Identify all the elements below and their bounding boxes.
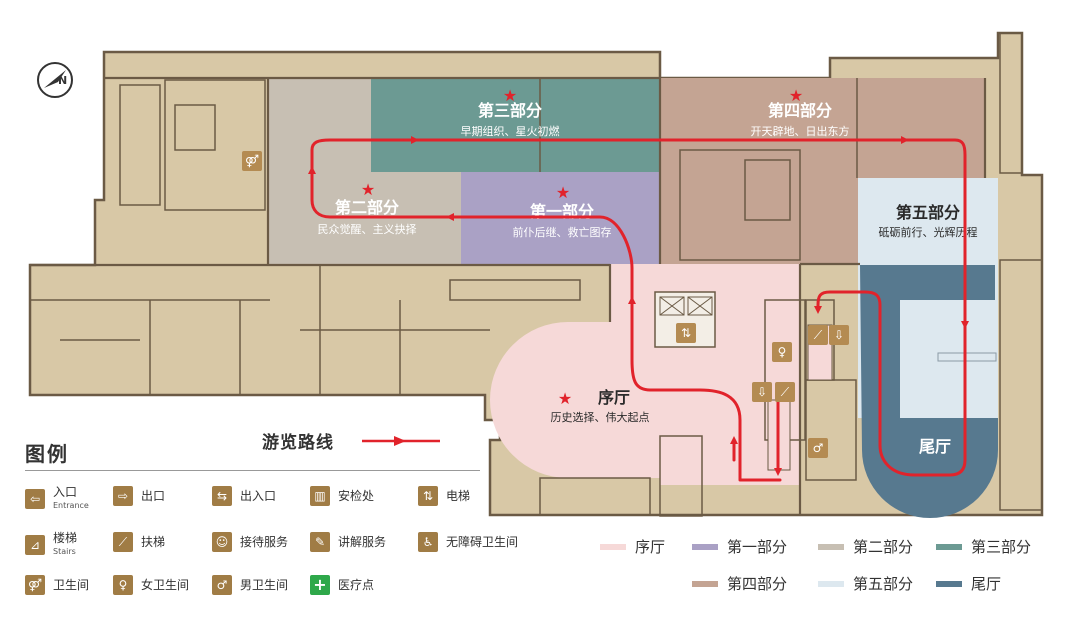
key-swatch xyxy=(692,543,718,550)
key-swatch xyxy=(818,580,844,587)
zone-label-finale: 尾厅 xyxy=(919,437,951,456)
exit-icon: ⇩ xyxy=(752,382,772,402)
legend-item-female-toilet: ♀ 女卫生间 xyxy=(113,575,189,595)
legend-item-accessible-toilet: ♿ 无障碍卫生间 xyxy=(418,532,518,552)
svg-text:历史选择、伟大起点: 历史选择、伟大起点 xyxy=(551,410,650,424)
svg-text:第三部分: 第三部分 xyxy=(478,101,542,120)
svg-text:民众觉醒、主义抉择: 民众觉醒、主义抉择 xyxy=(318,222,417,236)
star-icon: ★ xyxy=(558,389,572,408)
svg-text:N: N xyxy=(58,74,67,87)
entrance-exit-icon: ⇆ xyxy=(212,486,232,506)
toilet-icon: ⚤ xyxy=(25,575,45,595)
key-part5: 第五部分 xyxy=(818,573,913,594)
key-swatch xyxy=(936,580,962,587)
legend-item-escalator: ⟋ 扶梯 xyxy=(113,532,165,552)
key-part2: 第二部分 xyxy=(818,536,913,557)
security-check-icon: ▥ xyxy=(310,486,330,506)
star-markers: ★ ★ ★ ★ ★ xyxy=(361,86,803,408)
svg-text:早期组织、星火初燃: 早期组织、星火初燃 xyxy=(461,124,560,138)
svg-text:第四部分: 第四部分 xyxy=(768,101,832,120)
zone-part3[interactable] xyxy=(371,78,660,172)
svg-text:第二部分: 第二部分 xyxy=(335,198,399,217)
legend-item-medical: + 医疗点 xyxy=(310,575,374,595)
key-swatch xyxy=(600,543,626,550)
star-icon: ★ xyxy=(789,86,803,105)
legend-item-entrance-exit: ⇆ 出入口 xyxy=(212,486,276,506)
toilet-icon: ⚤ xyxy=(242,151,262,171)
reception-icon: ☺ xyxy=(212,532,232,552)
zone-label-part4: 第四部分 开天辟地、日出东方 xyxy=(751,101,850,138)
key-part1: 第一部分 xyxy=(692,536,787,557)
key-swatch xyxy=(936,543,962,550)
zone-label-prelude: 序厅 历史选择、伟大起点 xyxy=(551,388,650,424)
key-swatch xyxy=(692,580,718,587)
legend-item-reception: ☺ 接待服务 xyxy=(212,532,288,552)
key-finale: 尾厅 xyxy=(936,573,1001,594)
zone-prelude[interactable] xyxy=(490,264,800,485)
male-toilet-icon: ♂ xyxy=(808,438,828,458)
key-prelude: 序厅 xyxy=(600,536,665,557)
female-toilet-icon: ♀ xyxy=(113,575,133,595)
medical-point-icon: + xyxy=(310,575,330,595)
male-toilet-icon: ♂ xyxy=(212,575,232,595)
zone-label-part5: 第五部分 砥砺前行、光辉历程 xyxy=(879,203,978,239)
legend-item-toilet: ⚤ 卫生间 xyxy=(25,575,89,595)
guide-service-icon: ✎ xyxy=(310,532,330,552)
zone-label-part2: 第二部分 民众觉醒、主义抉择 xyxy=(318,198,417,236)
tour-route xyxy=(308,136,969,482)
escalator-icon: ⟋ xyxy=(808,325,828,345)
svg-text:前仆后继、救亡图存: 前仆后继、救亡图存 xyxy=(513,225,612,239)
north-compass-icon: N xyxy=(37,62,73,98)
legend-item-male-toilet: ♂ 男卫生间 xyxy=(212,575,288,595)
accessible-toilet-icon: ♿ xyxy=(418,532,438,552)
entrance-icon: ⇦ xyxy=(25,489,45,509)
legend-title: 图例 xyxy=(25,442,69,466)
legend-item-exit: ⇨ 出口 xyxy=(113,486,165,506)
svg-text:序厅: 序厅 xyxy=(598,388,630,407)
exit-icon: ⇩ xyxy=(829,325,849,345)
stairs-icon: ⊿ xyxy=(25,535,45,555)
elevator-icon: ⇅ xyxy=(676,323,696,343)
room-walls xyxy=(30,32,1043,517)
svg-text:第五部分: 第五部分 xyxy=(896,203,960,222)
legend-item-guide-service: ✎ 讲解服务 xyxy=(310,532,386,552)
key-part3: 第三部分 xyxy=(936,536,1031,557)
escalator-icon: ⟋ xyxy=(775,382,795,402)
female-toilet-icon: ♀ xyxy=(772,342,792,362)
legend-divider xyxy=(25,470,480,471)
key-part4: 第四部分 xyxy=(692,573,787,594)
star-icon: ★ xyxy=(556,183,570,202)
star-icon: ★ xyxy=(503,86,517,105)
escalator-icon: ⟋ xyxy=(113,532,133,552)
legend-item-elevator: ⇅ 电梯 xyxy=(418,486,470,506)
svg-text:砥砺前行、光辉历程: 砥砺前行、光辉历程 xyxy=(879,225,978,239)
route-label: 游览路线 xyxy=(262,433,334,453)
star-icon: ★ xyxy=(361,180,375,199)
key-swatch xyxy=(818,543,844,550)
route-arrow-icon xyxy=(362,436,440,446)
exit-icon: ⇨ xyxy=(113,486,133,506)
zone-label-part3: 第三部分 早期组织、星火初燃 xyxy=(461,101,560,138)
elevator-icon: ⇅ xyxy=(418,486,438,506)
svg-text:开天辟地、日出东方: 开天辟地、日出东方 xyxy=(751,124,850,138)
legend-item-security: ▥ 安检处 xyxy=(310,486,374,506)
